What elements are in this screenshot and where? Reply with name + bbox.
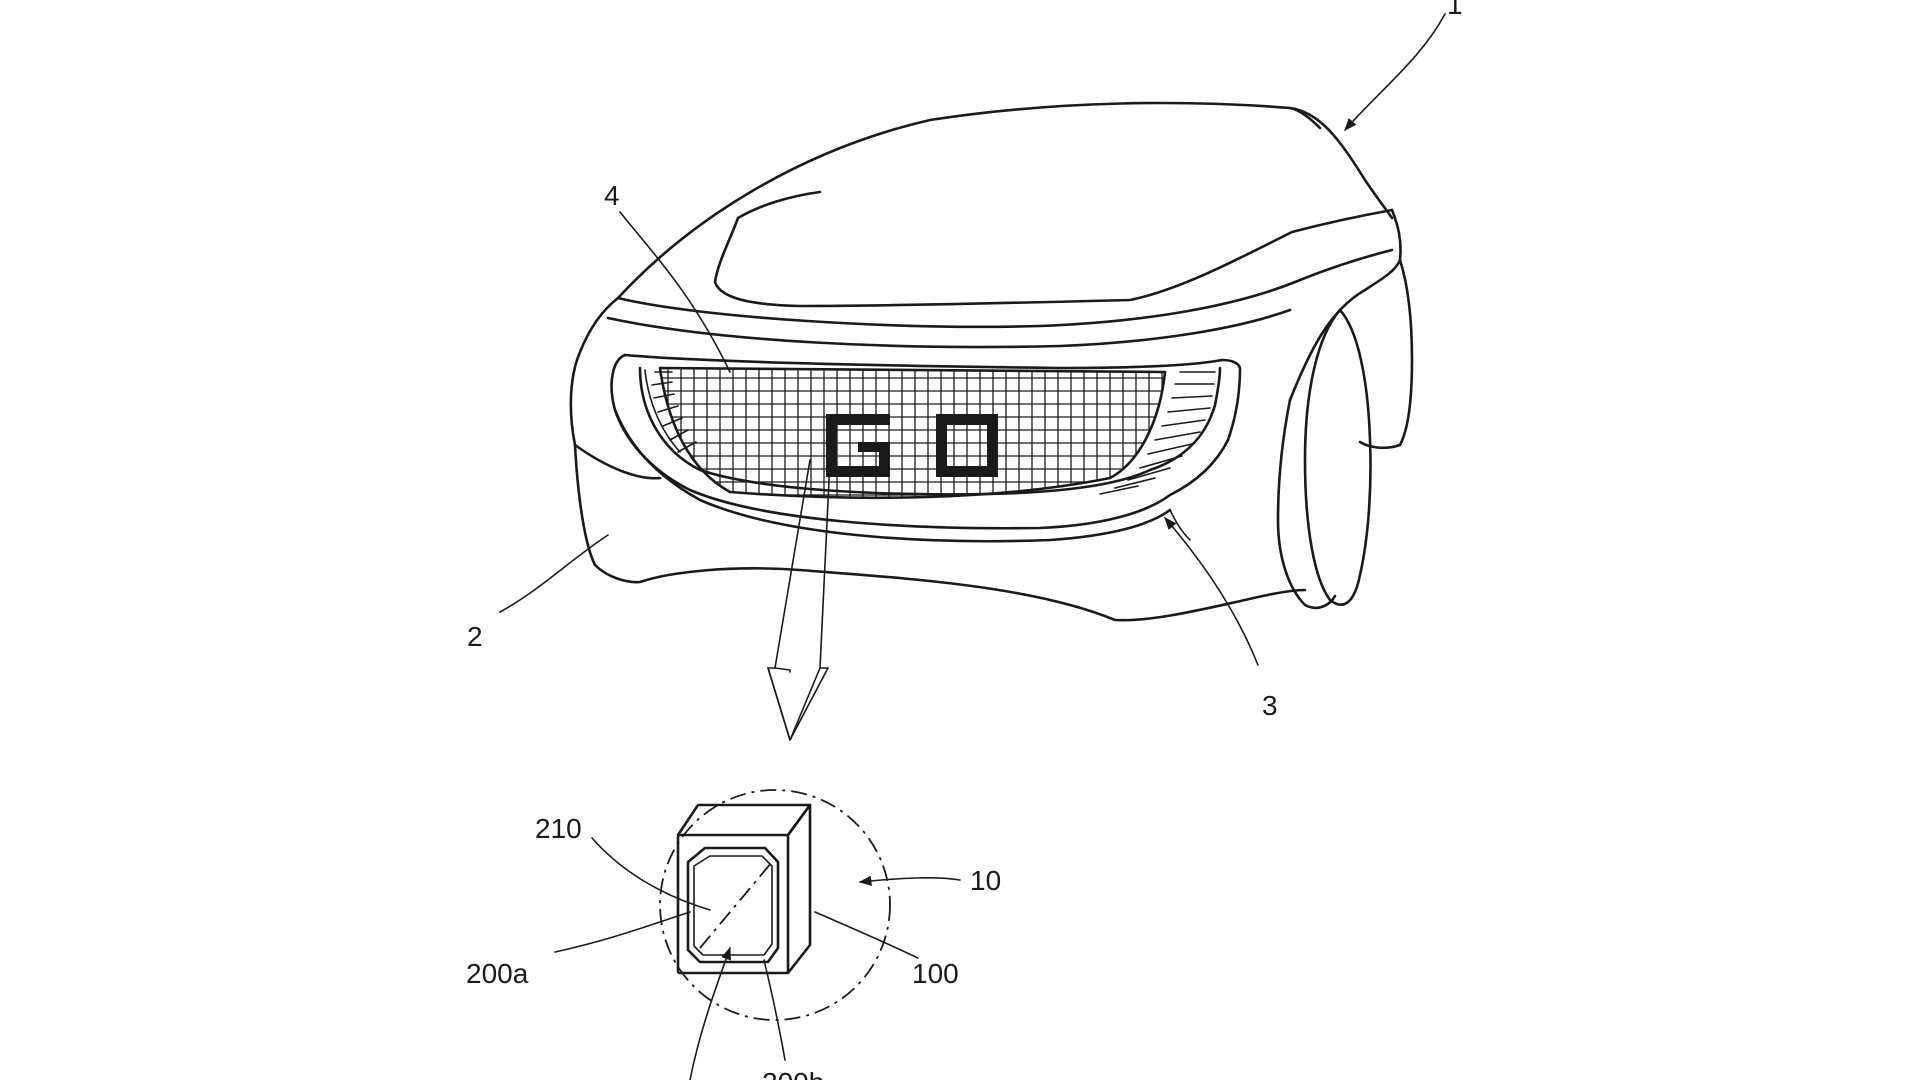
label-divider: 210 [535, 813, 582, 844]
callout-bumper: 2 [467, 534, 609, 652]
callout-unlabeled-arrow [689, 946, 731, 1080]
callout-grille-display: 4 [604, 180, 731, 373]
callout-pixel-unit: 10 [858, 865, 1001, 896]
panel-octagon [686, 846, 780, 964]
divider-line [699, 861, 773, 949]
label-panel-b: 200b [762, 1067, 824, 1080]
housing-front [676, 833, 790, 975]
display-text-go [826, 414, 998, 477]
callout-panel-a: 200a [466, 911, 691, 989]
detail-view [659, 789, 891, 1021]
label-vehicle: 1 [1447, 0, 1463, 20]
label-pixel-unit: 10 [970, 865, 1001, 896]
vehicle-body [569, 101, 1414, 622]
callout-panel-b: 200b [762, 959, 824, 1080]
grille-display-outline [658, 366, 1167, 500]
callout-vehicle: 1 [1344, 0, 1463, 131]
detail-circle [659, 789, 891, 1021]
side-vents [644, 369, 1216, 495]
grille-display-grid [660, 368, 1165, 498]
callout-housing: 100 [814, 911, 959, 989]
label-housing: 100 [912, 958, 959, 989]
callout-grille-frame: 3 [1164, 517, 1278, 721]
label-bumper: 2 [467, 621, 483, 652]
label-grille-display: 4 [604, 180, 620, 211]
zoom-arrow [767, 459, 831, 741]
label-panel-a: 200a [466, 958, 529, 989]
label-grille-frame: 3 [1262, 690, 1278, 721]
callout-divider: 210 [535, 813, 711, 911]
